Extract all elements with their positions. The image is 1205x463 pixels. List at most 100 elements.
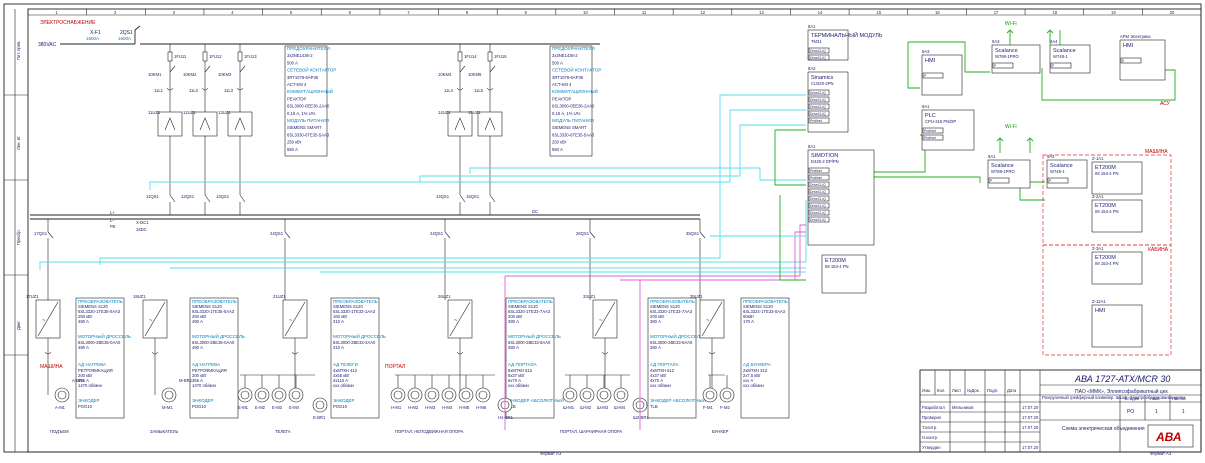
- motor-reactor-symbol: [44, 351, 52, 355]
- motor-symbol: [161, 387, 177, 403]
- sheets-head: Листов: [1172, 396, 1186, 401]
- motor-label: Н1-BR1: [498, 415, 514, 420]
- inv-breaker-label: 24QS1: [430, 231, 444, 236]
- motor-symbol: [475, 387, 491, 403]
- motor-reactor-symbol: [708, 351, 716, 355]
- column-label: 13: [759, 10, 764, 15]
- sheets-value: 1: [1182, 409, 1185, 415]
- scalance-2-name: Scalance: [1053, 48, 1076, 54]
- motor-label: Е-M4: [289, 405, 300, 410]
- breaker-2qs1-rating: 1600А: [118, 36, 131, 41]
- sheet-head: Лист: [1150, 396, 1159, 401]
- group-label-closer: ЗАМЫКАТЕЛЬ: [150, 429, 179, 434]
- inverter-spec-model: SIEMENS S120: [78, 304, 108, 309]
- scalance-4-port-label: P: [1049, 179, 1052, 183]
- motor-label: Н-M2: [408, 405, 419, 410]
- spec-line: 0,15 А, 1% U%: [287, 111, 316, 116]
- et200-local-sub: IM 153-4 PN: [825, 264, 849, 269]
- plc-module-name: PLC: [925, 113, 936, 119]
- spec-box-left: [284, 45, 328, 157]
- motor-inner: [582, 390, 592, 400]
- simotion-module-port: [808, 167, 830, 174]
- reactor-label: 11L3: [224, 88, 234, 93]
- simotion-module-port-label: DriveCLiQ: [810, 190, 826, 194]
- inverter-spec-enc_val: TLB: [650, 404, 658, 409]
- inverter-spec-ad3: 355 А: [192, 378, 203, 383]
- motor-symbol: [613, 387, 629, 403]
- rectifier-symbol: [454, 117, 466, 131]
- column-label: 19: [1111, 10, 1116, 15]
- column-label: 11: [642, 10, 647, 15]
- inverter-spec-ad_title: АД ПОРТАЛА: [508, 362, 537, 367]
- spec-box-right: [549, 45, 593, 157]
- simotion-module-ref: 8A1: [808, 144, 816, 149]
- scalance-3-name: Scalance: [991, 163, 1014, 169]
- remote-module-sub: IM 153-4 PN: [1095, 171, 1119, 176]
- inverter-spec-current: 490 А: [78, 319, 89, 324]
- antenna-symbol: [1046, 29, 1054, 45]
- inv-breaker-label: 24QS1: [270, 231, 284, 236]
- bus-label-pe: PE: [110, 224, 116, 229]
- inverter-spec-mot_code: 6SL3000-2BE35-0AA0: [192, 340, 235, 345]
- spec-line: 0,15 А, 1% U%: [552, 111, 581, 116]
- inverter-glyph: ~: [149, 318, 153, 324]
- rectifier-label: 12UZ1: [183, 110, 196, 115]
- inverter-spec-ad3: 4х110 А: [333, 378, 348, 383]
- inverter-spec-ad_title: АД БУНКЕРА: [743, 362, 771, 367]
- group-label-bunker: БУНКЕР: [712, 429, 729, 434]
- simotion-module-port-label: DriveCLiQ: [810, 183, 826, 187]
- inverter-spec-current: 490 А: [192, 319, 203, 324]
- inv-breaker-label: 35QS1: [686, 231, 700, 236]
- terminal-module-sub: TM31: [811, 39, 822, 44]
- scalance-2-box: [1049, 44, 1091, 74]
- cu320-module-port: [808, 96, 830, 103]
- spec-line: МОДУЛЬ ПИТАНИЯ: [552, 118, 594, 123]
- cu320-module: 8A2SinamicsCU320-2PNDriveCLiQDriveCLiQDr…: [807, 66, 849, 133]
- encoder-label: М-BR1: [179, 378, 193, 383]
- motor-symbol: [254, 387, 270, 403]
- cu320-module-port-label: DriveCLiQ: [810, 91, 826, 95]
- title-description: Разгрузочный грейферный конвейер. Шкаф. …: [1042, 395, 1186, 400]
- inverter-spec-power: 250 кВт: [78, 314, 93, 319]
- motor-symbol: [596, 387, 612, 403]
- column-label: 2: [114, 10, 117, 15]
- inverter-spec-ad1: 2хМТКН 312: [743, 368, 768, 373]
- scalance-2-port: [1050, 62, 1072, 69]
- cu320-module-name: Sinamics: [811, 75, 834, 81]
- column-label: 6: [349, 10, 352, 15]
- column-label: 10: [583, 10, 588, 15]
- remote-module-ref: Z-12A1: [1092, 299, 1106, 304]
- inverter-spec-ad4: ххх об/мин: [333, 383, 355, 388]
- scalance-1-name: Scalance: [995, 48, 1018, 54]
- motor-symbol: [702, 387, 718, 403]
- inverter-spec-title: ПРЕОБРАЗОВАТЕЛЬ: [508, 299, 553, 304]
- scalance-4-port: [1047, 177, 1069, 184]
- column-label: 17: [994, 10, 999, 15]
- inverter-spec-mot_current: 380 А: [508, 345, 519, 350]
- column-label: 1: [55, 10, 58, 15]
- inverter-spec-mot_current: 490 А: [192, 345, 203, 350]
- plc-module-port-label: Profinet: [924, 129, 936, 133]
- reactor-label: 11L2: [189, 88, 199, 93]
- inverter-spec-enc: ЭНКОДЕР: [78, 398, 100, 403]
- rectifier-symbol: [199, 117, 211, 131]
- rectifier-label: 13UZ1: [218, 110, 231, 115]
- scalance-2-ref: 9A4: [1050, 39, 1058, 44]
- inverter-spec-ad4: 1470 об/мин: [192, 383, 217, 388]
- motor-label: Ш2-BR1: [633, 415, 649, 420]
- motor-inner: [427, 390, 437, 400]
- spec-line: СЕТЕВОЙ КОНТАКТОР: [287, 66, 336, 73]
- motor-inner: [616, 390, 626, 400]
- simotion-module-port-label: Profinet: [810, 169, 822, 173]
- plc-module-port-label: Profinet: [924, 136, 936, 140]
- company-logo-text: АВА: [1155, 430, 1182, 444]
- motor-inner: [565, 390, 575, 400]
